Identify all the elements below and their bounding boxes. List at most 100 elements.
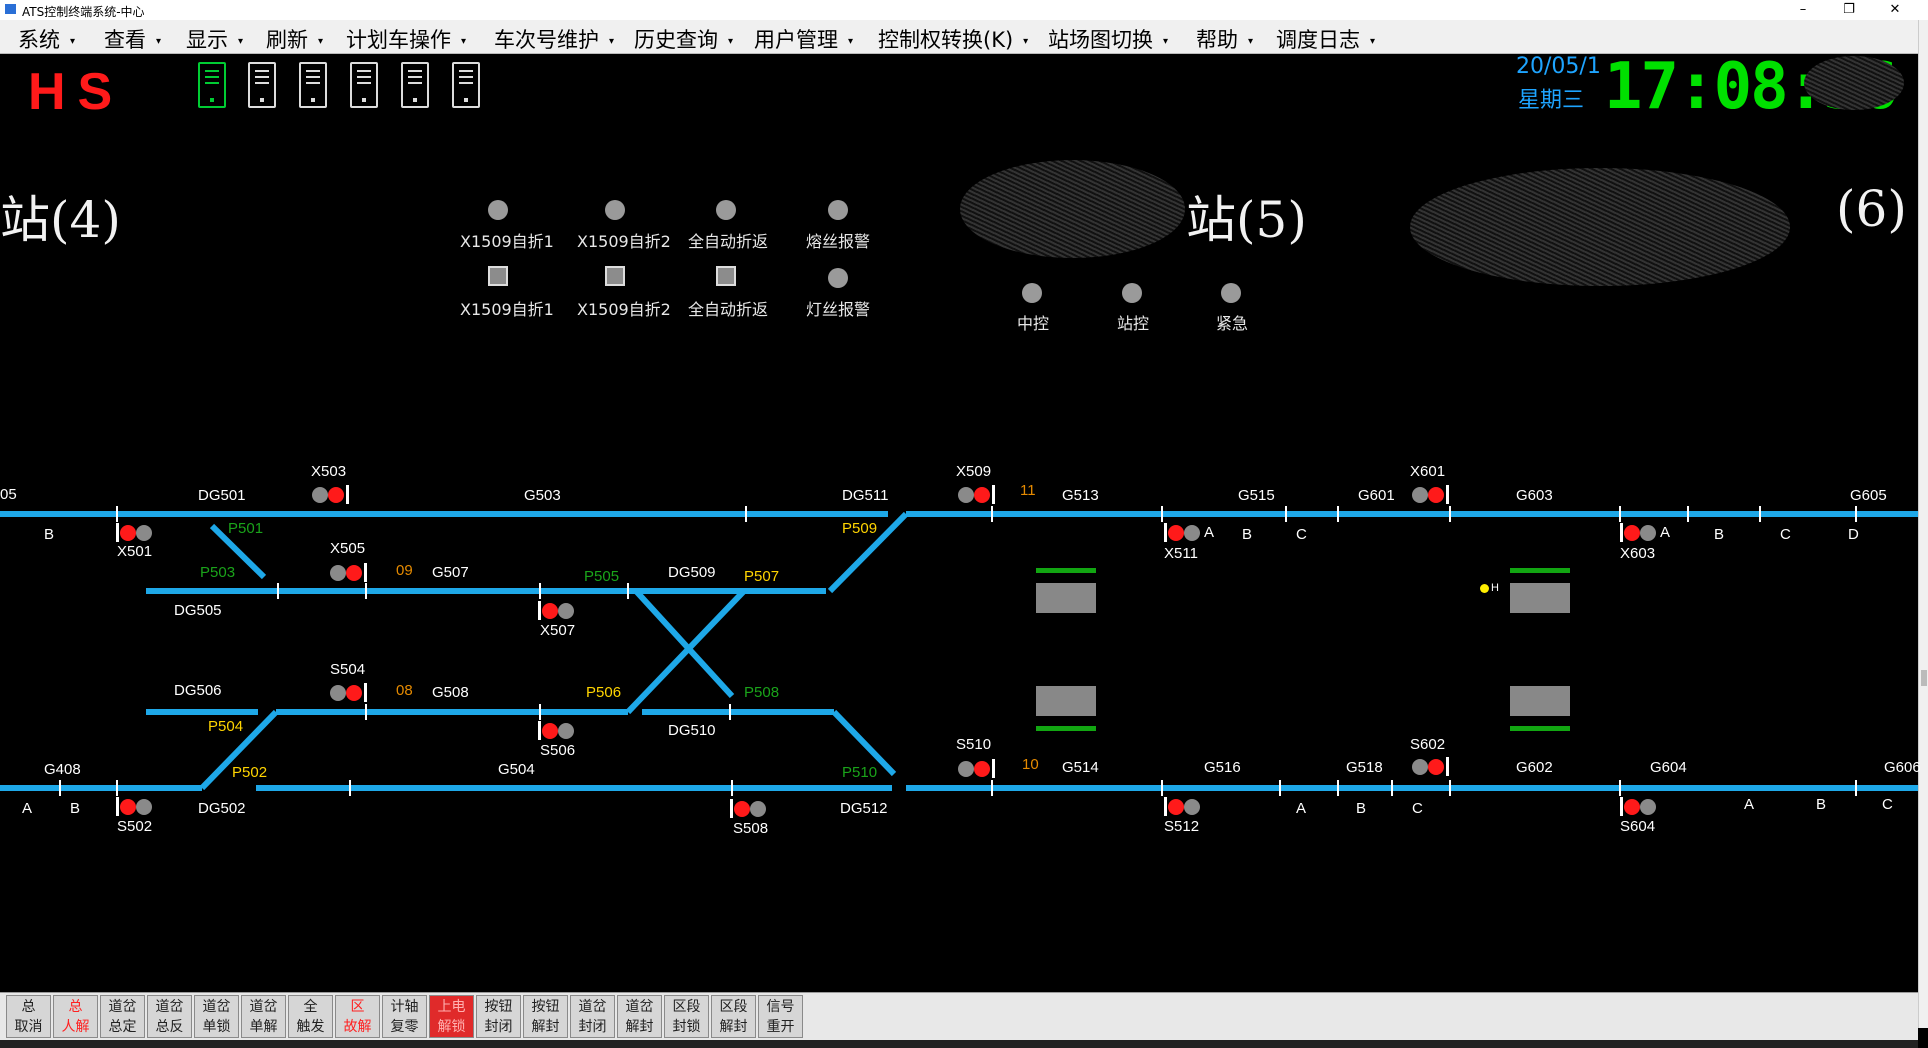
menu-train-number[interactable]: 车次号维护▾ <box>494 28 615 52</box>
menu-station-switch[interactable]: 站场图切换▾ <box>1048 28 1169 52</box>
station-name-5: 站(5) <box>1186 191 1307 249</box>
switch-diagonal[interactable] <box>831 709 897 777</box>
total-manual-release-button[interactable]: 总人解 <box>53 995 98 1038</box>
switch-diagonal[interactable] <box>827 511 909 594</box>
platform-block[interactable] <box>1510 583 1570 613</box>
menu-view[interactable]: 查看▾ <box>104 28 162 52</box>
command-toolbar: 总取消 总人解 道岔总定 道岔总反 道岔单锁 道岔单解 全触发 区故解 计轴复零… <box>0 992 1918 1041</box>
switch-block-button[interactable]: 道岔封闭 <box>570 995 615 1038</box>
switch-normal-all-button[interactable]: 道岔总定 <box>100 995 145 1038</box>
auto-turnback-button[interactable] <box>605 266 625 286</box>
server-icon[interactable] <box>401 62 429 108</box>
switch-single-unlock-button[interactable]: 道岔单解 <box>241 995 286 1038</box>
menu-display[interactable]: 显示▾ <box>186 28 244 52</box>
signal-X507[interactable] <box>538 600 578 620</box>
indicator-label: X1509自折1 <box>460 232 554 251</box>
server-icon[interactable] <box>452 62 480 108</box>
menu-history[interactable]: 历史查询▾ <box>634 28 734 52</box>
minimize-button[interactable]: – <box>1799 2 1807 17</box>
signal-X501[interactable] <box>116 522 156 542</box>
signal-X511[interactable] <box>1164 522 1204 542</box>
signal-S502[interactable] <box>116 796 156 816</box>
switch-single-lock-button[interactable]: 道岔单锁 <box>194 995 239 1038</box>
signal-S504[interactable] <box>330 682 370 702</box>
menu-user-management[interactable]: 用户管理▾ <box>754 28 854 52</box>
switch-reverse-all-button[interactable]: 道岔总反 <box>147 995 192 1038</box>
app-icon <box>5 4 16 14</box>
switch-label: P506 <box>586 684 622 701</box>
signal-S602[interactable] <box>1412 756 1452 776</box>
server-icon[interactable] <box>248 62 276 108</box>
section-label: B <box>70 800 81 817</box>
train-number-label: 11 <box>1020 482 1036 499</box>
platform-block[interactable] <box>1036 686 1096 716</box>
signal-S508[interactable] <box>730 798 770 818</box>
signal-S604[interactable] <box>1620 796 1660 816</box>
crossover-diagonal[interactable] <box>625 588 747 715</box>
signal-label: S502 <box>117 818 153 835</box>
section-unblock-button[interactable]: 区段解封 <box>711 995 756 1038</box>
switch-unblock-button[interactable]: 道岔解封 <box>617 995 662 1038</box>
switch-diagonal[interactable] <box>199 709 279 791</box>
platform-block[interactable] <box>1036 583 1096 613</box>
signal-label: S508 <box>733 820 769 837</box>
signal-X603[interactable] <box>1620 522 1660 542</box>
signal-X505[interactable] <box>330 562 370 582</box>
indicator-lamp <box>716 200 736 220</box>
menu-dispatch-log[interactable]: 调度日志▾ <box>1276 28 1376 52</box>
signal-label: S504 <box>330 661 366 678</box>
menu-control-transfer[interactable]: 控制权转换(K)▾ <box>878 28 1029 52</box>
button-block-button[interactable]: 按钮封闭 <box>476 995 521 1038</box>
section-label: G515 <box>1238 487 1275 504</box>
full-auto-turnback-button[interactable] <box>716 266 736 286</box>
signal-S510[interactable] <box>958 758 998 778</box>
restore-button[interactable]: ❐ <box>1843 2 1855 17</box>
train-number-label: 10 <box>1022 756 1039 773</box>
section-fault-release-button[interactable]: 区故解 <box>335 995 380 1038</box>
close-button[interactable]: ✕ <box>1889 2 1901 17</box>
station-control-lamp[interactable] <box>1122 283 1142 303</box>
button-unblock-button[interactable]: 按钮解封 <box>523 995 568 1038</box>
signal-X503[interactable] <box>312 484 352 504</box>
menu-help[interactable]: 帮助▾ <box>1196 28 1254 52</box>
menu-system[interactable]: 系统▾ <box>18 28 76 52</box>
signal-X509[interactable] <box>958 484 998 504</box>
signal-label: X601 <box>1410 463 1446 480</box>
power-on-unlock-button[interactable]: 上电解锁 <box>429 995 474 1038</box>
server-icon[interactable] <box>198 62 226 108</box>
signal-S506[interactable] <box>538 720 578 740</box>
section-block-button[interactable]: 区段封锁 <box>664 995 709 1038</box>
switch-label: P508 <box>744 684 780 701</box>
cancel-all-button[interactable]: 总取消 <box>6 995 51 1038</box>
central-control-lamp[interactable] <box>1022 283 1042 303</box>
axle-counter-reset-button[interactable]: 计轴复零 <box>382 995 427 1038</box>
emergency-control-lamp[interactable] <box>1221 283 1241 303</box>
switch-label: P507 <box>744 568 780 585</box>
section-label: D <box>1848 526 1859 543</box>
indicator-lamp <box>605 200 625 220</box>
section-label: G408 <box>44 761 81 778</box>
auto-turnback-button[interactable] <box>488 266 508 286</box>
menu-refresh[interactable]: 刷新▾ <box>266 28 324 52</box>
signal-label: S510 <box>956 736 992 753</box>
title-bar: ATS控制终端系统-中心 – ❐ ✕ <box>0 0 1928 20</box>
vertical-scrollbar[interactable] <box>1918 20 1928 1028</box>
scrollbar-thumb[interactable] <box>1921 670 1927 686</box>
server-icon[interactable] <box>299 62 327 108</box>
signal-X601[interactable] <box>1412 484 1452 504</box>
crossover-diagonal[interactable] <box>633 588 735 699</box>
signal-reopen-button[interactable]: 信号重开 <box>758 995 803 1038</box>
section-label: G606 <box>1884 759 1921 776</box>
platform-block[interactable] <box>1510 686 1570 716</box>
section-label: C <box>1296 526 1307 543</box>
section-label: A <box>1296 800 1307 817</box>
trigger-all-button[interactable]: 全触发 <box>288 995 333 1038</box>
signal-label: S506 <box>540 742 576 759</box>
server-icon[interactable] <box>350 62 378 108</box>
switch-diagonal[interactable] <box>209 523 267 580</box>
redacted-area <box>960 160 1185 258</box>
menu-plan-train[interactable]: 计划车操作▾ <box>346 28 467 52</box>
indicator-label: 全自动折返 <box>688 300 769 319</box>
platform-edge <box>1036 568 1096 573</box>
signal-S512[interactable] <box>1164 796 1204 816</box>
